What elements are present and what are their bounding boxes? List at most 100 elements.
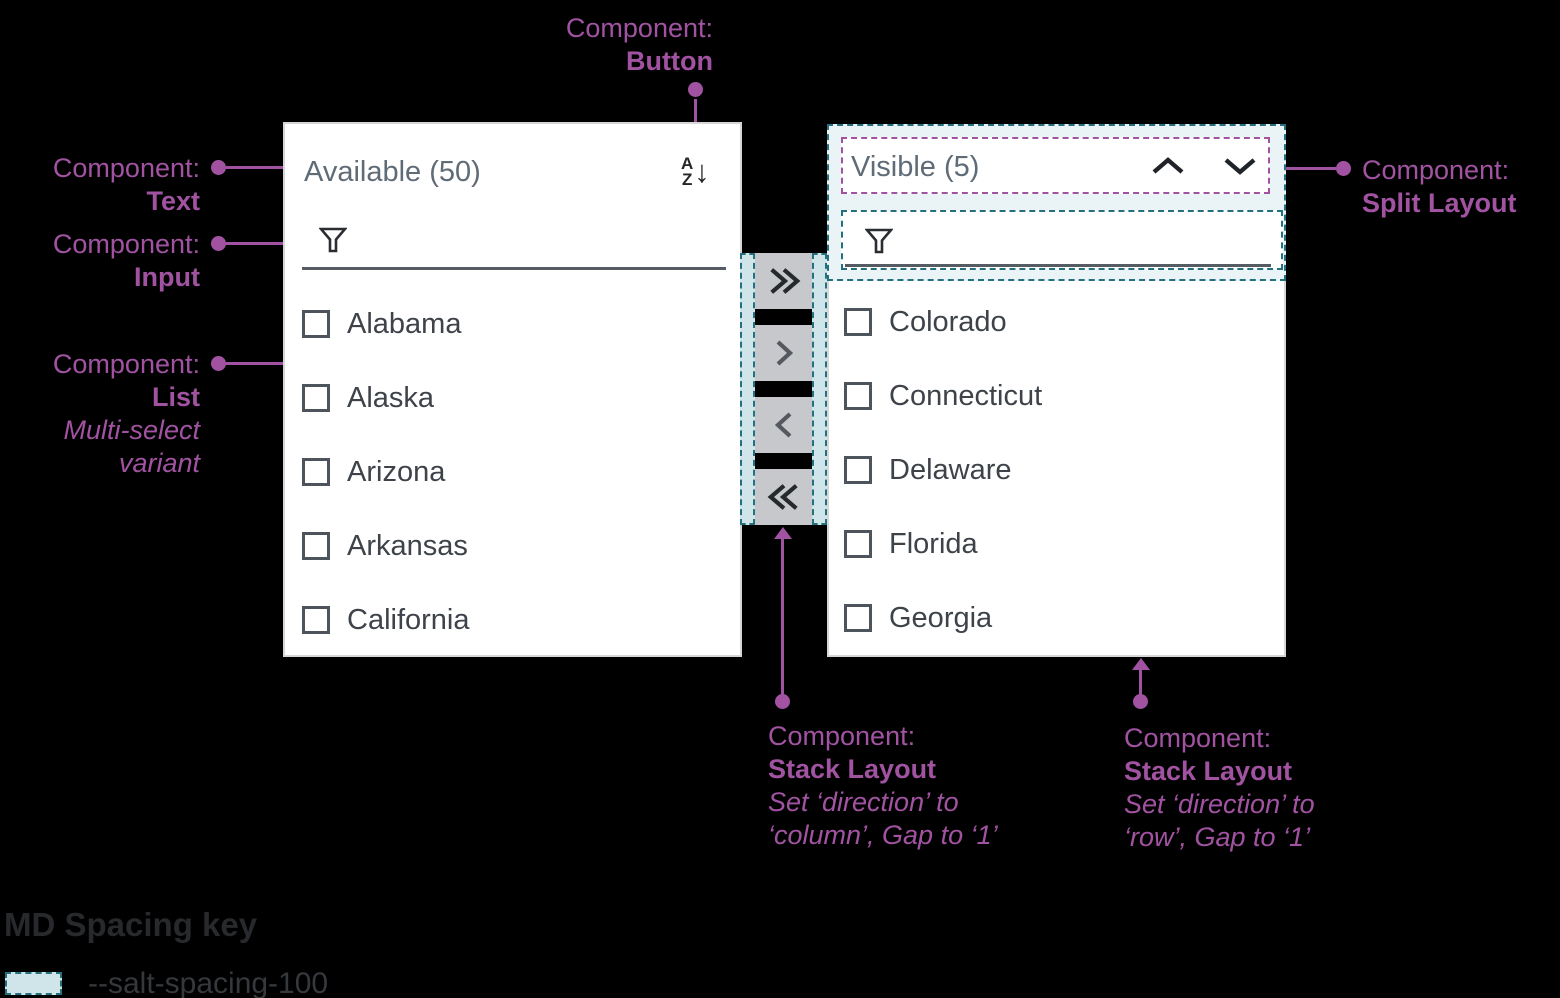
filter-input[interactable]: [841, 210, 1283, 270]
item-label: Connecticut: [889, 379, 1043, 412]
double-chevron-left-icon: [767, 484, 798, 510]
annotation-note: Set ‘direction’ to: [768, 787, 959, 817]
callout-dot: [211, 236, 226, 251]
chevron-right-icon: [776, 340, 793, 366]
callout-arrowhead: [774, 527, 792, 539]
list-item[interactable]: Arizona: [302, 455, 446, 488]
annotation-text: Component: Text: [0, 152, 200, 218]
list-item[interactable]: Arkansas: [302, 529, 468, 562]
annotation-prefix: Component:: [52, 349, 200, 379]
visible-list-panel: Visible (5): [827, 124, 1286, 657]
callout-line: [1282, 167, 1336, 170]
list-item[interactable]: Alaska: [302, 381, 435, 414]
annotation-label: Split Layout: [1362, 188, 1517, 218]
checkbox[interactable]: [844, 308, 872, 336]
filter-funnel-icon: [319, 227, 347, 253]
sort-az-icon: A Z: [681, 154, 694, 189]
input-underline: [845, 264, 1271, 267]
arrow-down-icon: ↓: [694, 154, 710, 189]
item-label: Alaska: [347, 381, 435, 414]
checkbox[interactable]: [302, 384, 330, 412]
annotation-note: ‘column’, Gap to ‘1’: [768, 820, 998, 850]
annotation-input: Component: Input: [0, 228, 200, 294]
item-label: Arizona: [347, 455, 446, 488]
callout-dot: [688, 82, 703, 97]
callout-dot: [211, 160, 226, 175]
item-label: Georgia: [889, 601, 993, 634]
spacing-highlight: Visible (5): [827, 124, 1286, 281]
checkbox[interactable]: [302, 458, 330, 486]
double-chevron-right-icon: [769, 268, 800, 294]
callout-line: [226, 242, 286, 245]
item-label: Alabama: [347, 307, 462, 340]
move-all-left-button[interactable]: [755, 469, 812, 525]
checkbox[interactable]: [844, 382, 872, 410]
annotation-label: Text: [146, 186, 200, 216]
callout-dot: [211, 356, 226, 371]
checkbox[interactable]: [302, 532, 330, 560]
move-up-button[interactable]: [1150, 156, 1186, 176]
annotation-label: Stack Layout: [1124, 756, 1293, 786]
annotation-stack-column: Component: Stack Layout Set ‘direction’ …: [768, 720, 1018, 852]
annotation-button: Component: Button: [513, 12, 713, 78]
transfer-button-stack: [740, 253, 827, 525]
list-item[interactable]: Connecticut: [844, 379, 1043, 412]
callout-dot: [1336, 161, 1351, 176]
list-item[interactable]: California: [302, 603, 470, 636]
filter-funnel-icon: [865, 228, 893, 254]
callout-dot: [775, 694, 790, 709]
spacing-key-swatch: [5, 972, 62, 995]
sort-letter-z: Z: [681, 170, 693, 189]
list-item[interactable]: Alabama: [302, 307, 462, 340]
callout-line: [781, 539, 784, 697]
annotation-note: ‘row’, Gap to ‘1’: [1124, 822, 1311, 852]
annotation-label: Button: [626, 46, 713, 76]
move-selected-right-button[interactable]: [755, 325, 812, 381]
annotation-prefix: Component:: [52, 229, 200, 259]
filter-input[interactable]: [302, 220, 726, 270]
item-label: California: [347, 603, 470, 636]
list-item[interactable]: Georgia: [844, 601, 993, 634]
annotation-prefix: Component:: [1124, 723, 1272, 753]
panel-title: Available (50): [304, 156, 481, 188]
sort-az-button[interactable]: A Z ↓: [681, 154, 710, 190]
list-item[interactable]: Florida: [844, 527, 978, 560]
annotation-label: List: [151, 382, 200, 412]
checkbox[interactable]: [302, 606, 330, 634]
annotation-note: Set ‘direction’ to: [1124, 789, 1315, 819]
callout-line: [226, 362, 288, 365]
annotation-stack-row: Component: Stack Layout Set ‘direction’ …: [1124, 722, 1374, 854]
list-item[interactable]: Colorado: [844, 305, 1007, 338]
callout-line: [1139, 670, 1142, 698]
spacing-key-token: --salt-spacing-100: [88, 967, 329, 998]
move-all-right-button[interactable]: [755, 253, 812, 309]
spacing-highlight: [740, 253, 755, 525]
callout-line: [226, 166, 286, 169]
callout-line: [694, 99, 697, 131]
item-label: Arkansas: [347, 529, 468, 562]
annotation-note: variant: [118, 448, 200, 478]
annotation-split-layout: Component: Split Layout: [1362, 154, 1560, 220]
list-item[interactable]: Delaware: [844, 454, 1012, 486]
item-label: Colorado: [889, 305, 1007, 338]
annotation-prefix: Component:: [52, 153, 200, 183]
checkbox[interactable]: [844, 456, 872, 484]
move-selected-left-button[interactable]: [755, 397, 812, 453]
annotation-list: Component: List Multi-select variant: [0, 348, 200, 480]
sort-letter-a: A: [681, 154, 694, 173]
annotation-prefix: Component:: [1362, 155, 1510, 185]
annotation-label: Stack Layout: [768, 754, 937, 784]
chevron-left-icon: [774, 412, 791, 438]
item-label: Florida: [889, 527, 978, 560]
callout-arrowhead: [1132, 658, 1150, 670]
chevron-up-icon: [1152, 157, 1184, 174]
annotation-note: Multi-select: [63, 415, 200, 445]
checkbox[interactable]: [844, 530, 872, 558]
move-down-button[interactable]: [1222, 156, 1258, 176]
checkbox[interactable]: [844, 604, 872, 632]
spacing-highlight: [812, 253, 827, 525]
annotation-prefix: Component:: [565, 13, 713, 43]
available-list-panel: Available (50) A Z ↓ Alabama Alaska: [283, 122, 742, 657]
checkbox[interactable]: [302, 310, 330, 338]
